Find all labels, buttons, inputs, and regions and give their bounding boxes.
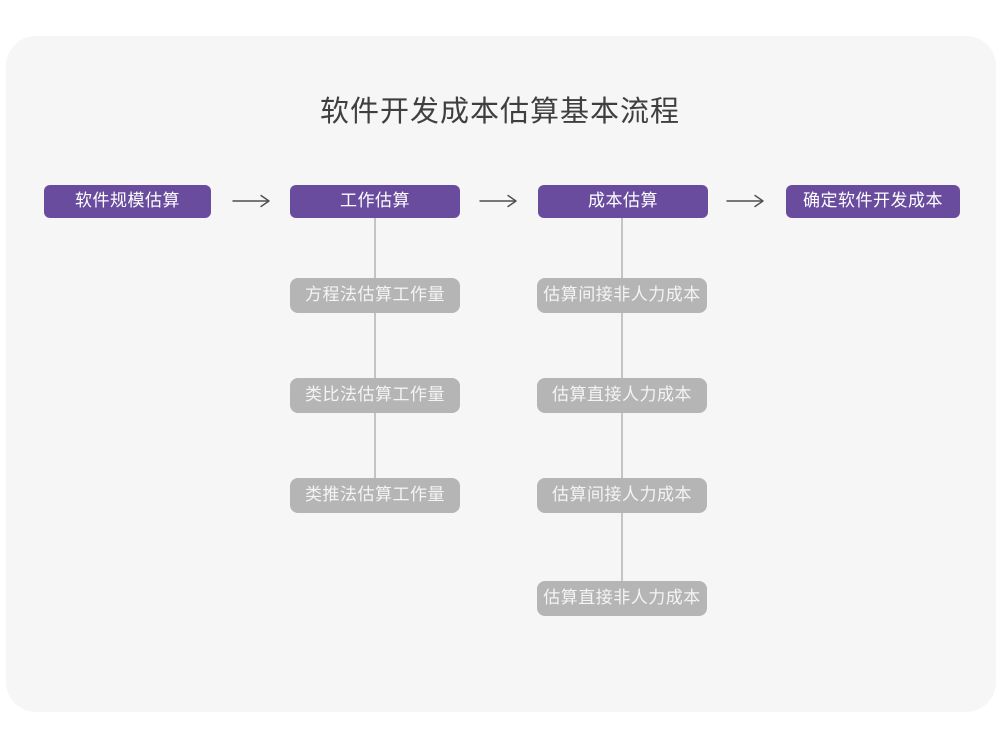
right-arrow-icon — [479, 194, 517, 208]
subnode-indirect-labor-cost: 估算间接人力成本 — [537, 478, 707, 513]
flow-node-determine-software-dev-cost: 确定软件开发成本 — [786, 185, 960, 218]
diagram-title: 软件开发成本估算基本流程 — [319, 94, 680, 128]
flow-node-software-size-estimation: 软件规模估算 — [44, 185, 211, 218]
subnode-equation-method-effort: 方程法估算工作量 — [290, 278, 460, 313]
flow-node-cost-estimation: 成本估算 — [538, 185, 708, 218]
subnode-extrapolation-method-effort: 类推法估算工作量 — [290, 478, 460, 513]
diagram-card — [6, 36, 996, 712]
subnode-analogy-method-effort: 类比法估算工作量 — [290, 378, 460, 413]
subnode-direct-non-labor-cost: 估算直接非人力成本 — [537, 581, 707, 616]
flow-node-effort-estimation: 工作估算 — [290, 185, 460, 218]
right-arrow-icon — [232, 194, 270, 208]
right-arrow-icon — [726, 194, 764, 208]
connector-line-work-column — [374, 218, 376, 480]
subnode-direct-labor-cost: 估算直接人力成本 — [537, 378, 707, 413]
subnode-indirect-non-labor-cost: 估算间接非人力成本 — [537, 278, 707, 313]
